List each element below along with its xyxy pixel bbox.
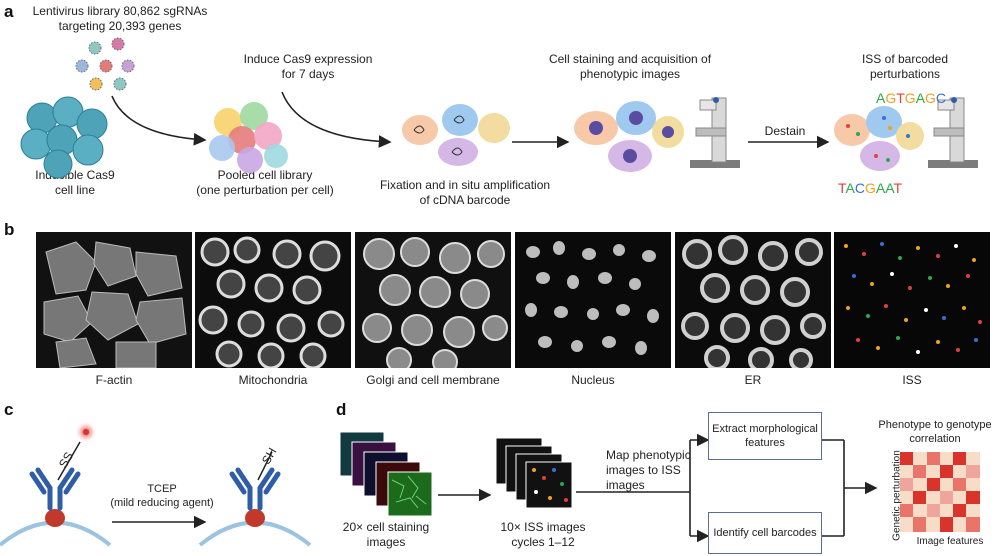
linker-left [57, 441, 81, 481]
barcode-top-sequence: AGTGAGC [876, 90, 946, 106]
barcode-top-base: A [916, 90, 926, 106]
pooled-label-line2: (one perturbation per cell) [196, 183, 334, 197]
staining-label: Cell staining and acquisition of phenoty… [535, 52, 725, 82]
tcep-label-line1: TCEP [147, 483, 177, 495]
map-label: Map phenotypic images to ISS images [606, 448, 706, 493]
stained-cells-icon [574, 101, 684, 172]
panel-c-illustration: SS SH [0, 422, 312, 547]
correlation-title: Phenotype to genotype correlation [872, 418, 998, 446]
iss-label-line1: ISS of barcoded [861, 52, 949, 66]
nucleus-image [515, 232, 671, 368]
induce-arrow [281, 91, 392, 148]
ss-label: SS [56, 450, 76, 471]
extract-features-line1: Extract morphological [712, 423, 818, 435]
iss-image-stack-icon [495, 437, 573, 509]
linker-right [257, 451, 273, 481]
library-label-line1: Lentivirus library 80,862 sgRNAs [32, 4, 208, 18]
mitochondria-image [195, 232, 351, 368]
iss-stack-line1: 10× ISS images [500, 520, 586, 534]
tcep-label-line2: (mild reducing agent) [110, 497, 214, 509]
library-label-line2: targeting 20,393 genes [58, 19, 182, 33]
cell-line-cluster-icon [20, 96, 108, 179]
barcode-bottom-base: C [855, 180, 865, 196]
barcode-bottom-sequence: TACGAAT [838, 180, 903, 196]
iss-caption: ISS [902, 373, 922, 387]
map-label-line1: Map phenotypic [606, 448, 691, 462]
heatmap-ylabel: Genetic perturbation [891, 450, 903, 541]
extract-features-box: Extract morphological features [708, 412, 822, 460]
iss-label: ISS of barcoded perturbations [840, 52, 970, 82]
iss-image [834, 232, 990, 368]
golgi-image [355, 232, 511, 368]
panel-d-letter: d [336, 400, 347, 419]
barcode-bottom-base: G [865, 180, 876, 196]
nucleus-caption: Nucleus [571, 373, 615, 387]
antigen-left-icon [45, 509, 65, 527]
tcep-label: TCEP (mild reducing agent) [102, 482, 222, 510]
staining-label-line2: phenotypic images [579, 67, 681, 81]
f-actin-image [36, 232, 192, 368]
cell-line-label-line2: cell line [54, 183, 96, 197]
barcode-top-base: C [936, 90, 946, 106]
golgi-caption: Golgi and cell membrane [366, 373, 500, 387]
panel-a-illustration: AGTGAGC TACGAAT [20, 37, 978, 196]
map-label-line3: images [606, 478, 645, 492]
iss-cells-icon [834, 106, 924, 171]
staining-image-stack-icon [339, 431, 433, 517]
identify-barcodes-box: Identify cell barcodes [708, 512, 822, 554]
map-label-line2: images to ISS [606, 463, 681, 477]
antigen-right-icon [245, 509, 265, 527]
induce-label-line2: for 7 days [281, 67, 335, 81]
destain-label: Destain [764, 124, 806, 138]
iss-microscope-icon [928, 97, 978, 168]
extract-features-line2: features [745, 437, 785, 449]
induce-label: Induce Cas9 expression for 7 days [228, 52, 388, 82]
staining-stack-label: 20× cell staining images [326, 520, 446, 550]
barcode-bottom-base: A [846, 180, 856, 196]
antibody-left-icon [29, 467, 81, 511]
iss-stack-label: 10× ISS images cycles 1–12 [488, 520, 598, 550]
library-label: Lentivirus library 80,862 sgRNAs targeti… [20, 4, 220, 34]
heatmap-xlabel: Image features [916, 536, 984, 547]
barcode-bottom-base: T [838, 180, 847, 196]
sh-label: SH [259, 445, 279, 466]
pooled-library-icon [209, 102, 288, 173]
barcode-top-base: G [925, 90, 936, 106]
barcode-bottom-base: A [885, 180, 895, 196]
panel-d-illustration [339, 431, 980, 543]
induce-label-line1: Induce Cas9 expression [243, 52, 373, 66]
panel-a-letter: a [4, 2, 14, 21]
correlation-title-line1: Phenotype to genotype [878, 419, 992, 431]
barcode-top-base: G [905, 90, 916, 106]
microscope-icon [690, 97, 740, 168]
iss-label-line2: perturbations [869, 67, 941, 81]
er-image [675, 232, 831, 368]
f-actin-caption: F-actin [95, 373, 133, 387]
barcode-bottom-base: T [894, 180, 903, 196]
barcode-top-base: A [876, 90, 886, 106]
virus-particles-icon [75, 37, 135, 91]
correlation-heatmap-icon [900, 452, 980, 532]
fixation-cells-icon [402, 104, 510, 166]
antibody-right-icon [229, 467, 281, 511]
correlation-title-line2: correlation [909, 433, 961, 445]
pooled-label: Pooled cell library (one perturbation pe… [180, 168, 350, 198]
iss-stack-line2: cycles 1–12 [511, 535, 575, 549]
fixation-label-line1: Fixation and in situ amplification [379, 178, 551, 192]
pooled-label-line1: Pooled cell library [217, 168, 313, 182]
panel-c-letter: c [4, 400, 14, 419]
virus-arrow [111, 95, 207, 146]
identify-barcodes-label: Identify cell barcodes [713, 527, 817, 539]
mitochondria-caption: Mitochondria [238, 373, 308, 387]
barcode-bottom-base: A [876, 180, 886, 196]
fixation-label: Fixation and in situ amplification of cD… [360, 178, 570, 208]
staining-label-line1: Cell staining and acquisition of [548, 52, 712, 66]
staining-stack-line1: 20× cell staining [342, 520, 430, 534]
panel-b-letter: b [4, 220, 15, 239]
fixation-label-line2: of cDNA barcode [419, 193, 511, 207]
er-caption: ER [744, 373, 762, 387]
barcode-top-base: G [885, 90, 896, 106]
barcode-top-base: T [896, 90, 905, 106]
staining-stack-line2: images [366, 535, 406, 549]
